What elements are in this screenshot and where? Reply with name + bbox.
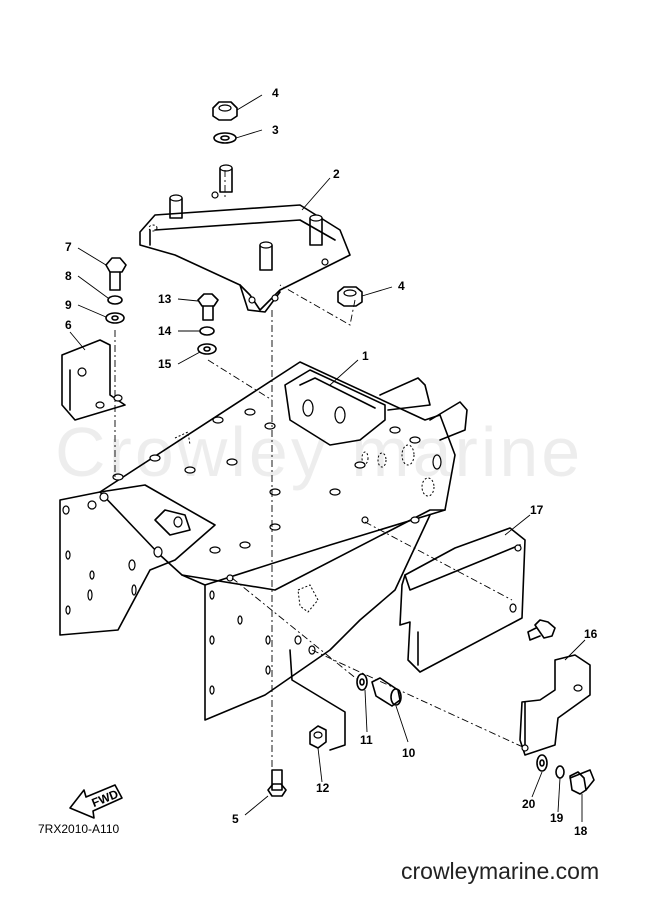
callout-7: 7 <box>65 240 72 254</box>
bolt-10 <box>371 677 402 707</box>
top-plate <box>139 164 351 313</box>
bolt-5 <box>267 769 287 797</box>
callout-1: 1 <box>362 349 369 363</box>
hex-nut-top <box>212 101 238 121</box>
callout-14: 14 <box>158 324 172 338</box>
callout-18: 18 <box>574 824 588 838</box>
callout-labels: 4 3 2 4 7 8 9 6 13 14 15 1 17 16 11 10 1… <box>65 86 598 838</box>
callout-19: 19 <box>550 811 564 825</box>
callout-9: 9 <box>65 298 72 312</box>
bolt-13 <box>197 293 219 321</box>
callout-11: 11 <box>360 733 373 747</box>
callout-17: 17 <box>530 503 544 517</box>
callout-15: 15 <box>158 357 172 371</box>
watermark: Crowley marine <box>55 413 584 491</box>
callout-10: 10 <box>402 746 416 760</box>
callout-16: 16 <box>584 627 598 641</box>
callout-4-right: 4 <box>398 279 405 293</box>
callout-2: 2 <box>333 167 340 181</box>
callout-3: 3 <box>272 123 279 137</box>
bracket-16 <box>519 654 591 756</box>
guide-plate <box>289 649 346 751</box>
bracket-17 <box>399 527 526 673</box>
lock-washer-8 <box>107 295 123 305</box>
callout-8: 8 <box>65 269 72 283</box>
callout-5: 5 <box>232 812 239 826</box>
lock-washer-19 <box>555 765 565 779</box>
lock-washer-14 <box>199 326 215 336</box>
washer-15 <box>197 343 217 355</box>
diagram-code: 7RX2010-A110 <box>38 822 120 836</box>
fwd-label: FWD <box>90 787 121 810</box>
nut-12 <box>309 725 327 749</box>
washer-11 <box>356 673 368 691</box>
fwd-arrow-icon: FWD <box>69 784 123 819</box>
site-label: crowleymarine.com <box>401 858 600 884</box>
hex-nut-right <box>337 286 363 307</box>
callout-4-top: 4 <box>272 86 279 100</box>
bolt-18 <box>569 769 595 795</box>
washer-3 <box>213 132 237 144</box>
washer-20 <box>536 754 548 772</box>
callout-6: 6 <box>65 318 72 332</box>
bolt-7 <box>105 257 127 291</box>
callout-13: 13 <box>158 292 172 306</box>
callout-20: 20 <box>522 797 536 811</box>
main-bracket <box>59 361 468 721</box>
callout-12: 12 <box>316 781 330 795</box>
washer-9 <box>105 312 125 324</box>
plate-6 <box>61 339 126 421</box>
bolt-17-fastener <box>527 619 556 641</box>
